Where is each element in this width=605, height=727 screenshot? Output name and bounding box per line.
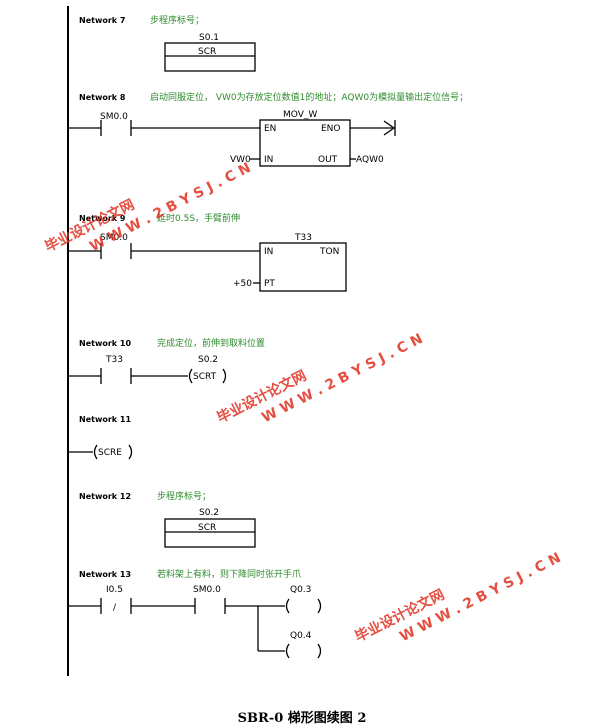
network-8: Network 8 启动同服定位， VW0为存放定位数值1的地址；AQW0为模拟…: [68, 91, 468, 167]
network-13-comment: 若料架上有料，则下降同时张开手爪: [157, 568, 301, 580]
n13-coil1-label: Q0.3: [290, 585, 311, 595]
n13-coil1[interactable]: [285, 598, 290, 614]
figure-caption: SBR-0 梯形图续图 2: [238, 710, 367, 726]
n10-coil-address: S0.2: [198, 355, 218, 365]
network-8-comment: 启动同服定位， VW0为存放定位数值1的地址；AQW0为模拟量输出定位信号；: [150, 91, 468, 103]
network-11-title: Network 11: [79, 415, 131, 424]
network-12-title: Network 12: [79, 492, 131, 501]
n13-coil2-label: Q0.4: [290, 631, 312, 641]
n9-pt-value: +50: [233, 279, 252, 289]
svg-text:ENO: ENO: [321, 124, 341, 134]
n13-contact1-mark: /: [113, 603, 117, 613]
n7-scr-block[interactable]: [164, 42, 256, 72]
network-9-title: Network 9: [79, 214, 126, 223]
n13-coil2[interactable]: [285, 643, 290, 659]
n12-block-address: S0.2: [199, 508, 219, 518]
svg-text:EN: EN: [264, 124, 276, 134]
n8-block-name: MOV_W: [283, 110, 317, 120]
network-7-title: Network 7: [79, 16, 125, 25]
n9-contact-label: SM0.0: [100, 233, 128, 243]
n10-coil-right: [222, 368, 227, 384]
network-12-comment: 步程序标号；: [157, 490, 211, 502]
network-11: Network 11 SCRE: [68, 415, 133, 460]
network-9: Network 9 延时0.5S，手臂前伸 SM0.0 T33 IN TON P…: [68, 212, 347, 292]
n9-timer-label: T33: [294, 233, 312, 243]
network-13: Network 13 若料架上有料，则下降同时张开手爪 I0.5 / SM0.0…: [68, 568, 322, 659]
n9-ton-block[interactable]: [259, 242, 347, 292]
n8-output-arrow: [383, 120, 396, 136]
n8-in-operand: VW0: [230, 155, 251, 165]
n13-contact2-label: SM0.0: [193, 585, 221, 595]
svg-text:PT: PT: [264, 279, 275, 289]
network-7-comment: 步程序标号；: [150, 14, 204, 26]
n8-mov-block[interactable]: [259, 119, 351, 167]
network-10-title: Network 10: [79, 339, 131, 348]
n11-coil-label[interactable]: SCRE: [98, 448, 122, 458]
watermark-3: 毕业设计论文网 W W W . 2 B Y S J . C N: [352, 550, 563, 646]
n10-contact-label: T33: [105, 355, 123, 365]
n10-coil-label[interactable]: SCRT: [193, 372, 217, 382]
watermark-2: 毕业设计论文网 W W W . 2 B Y S J . C N: [214, 331, 425, 427]
svg-text:TON: TON: [319, 247, 339, 257]
network-9-comment: 延时0.5S，手臂前伸: [157, 212, 240, 224]
n12-scr-label: SCR: [198, 523, 216, 533]
network-10: Network 10 完成定位，前伸到取料位置 T33 S0.2 SCRT: [68, 337, 265, 384]
n7-scr-label: SCR: [198, 47, 216, 57]
network-8-title: Network 8: [79, 93, 126, 102]
svg-text:OUT: OUT: [318, 155, 338, 165]
n8-out-operand: AQW0: [356, 155, 384, 165]
n13-contact1-label: I0.5: [106, 585, 123, 595]
network-13-title: Network 13: [79, 570, 131, 579]
n7-block-address: S0.1: [199, 33, 219, 43]
network-7: Network 7 步程序标号； S0.1 SCR: [79, 14, 256, 72]
watermark-1: 毕业设计论文网 W W W . 2 B Y S J . C N: [42, 160, 253, 256]
network-12: Network 12 步程序标号； S0.2 SCR: [79, 490, 256, 548]
n8-contact-label: SM0.0: [100, 112, 128, 122]
network-10-comment: 完成定位，前伸到取料位置: [157, 337, 265, 349]
svg-text:IN: IN: [264, 247, 273, 257]
n12-scr-block[interactable]: [164, 518, 256, 548]
svg-text:IN: IN: [264, 155, 273, 165]
n10-coil-left: [188, 368, 193, 384]
